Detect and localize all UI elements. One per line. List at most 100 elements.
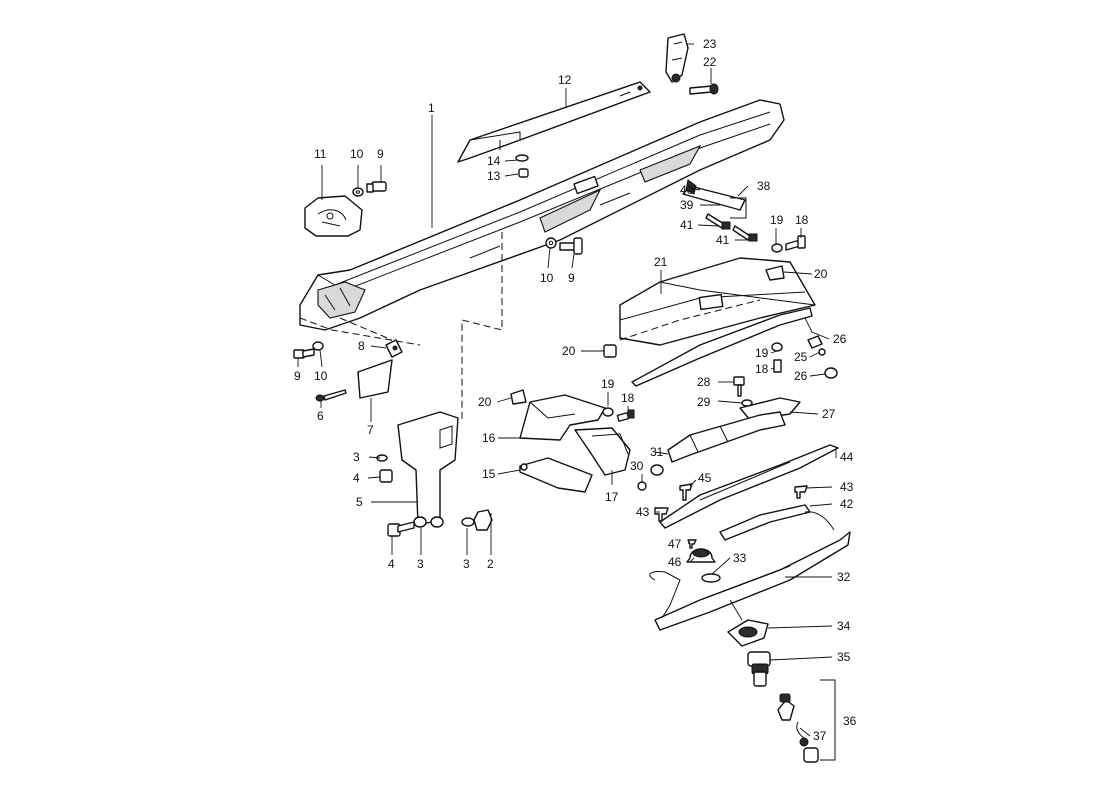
callout-27: 27	[822, 407, 836, 421]
callout-17: 17	[605, 490, 619, 504]
alignment-line-center	[461, 232, 503, 420]
callout-3: 3	[417, 557, 424, 571]
callout-25: 25	[794, 350, 808, 364]
callout-46: 46	[668, 555, 682, 569]
callout-44: 44	[840, 450, 854, 464]
callout-26: 26	[833, 332, 847, 346]
bracket-8	[385, 339, 403, 358]
lock-cylinder-35	[747, 651, 771, 687]
alignment-line-bracket	[339, 317, 393, 341]
callout-20: 20	[814, 267, 828, 281]
callout-34: 34	[837, 619, 851, 633]
screw-47	[687, 539, 697, 549]
latch-bar	[667, 411, 786, 463]
washer-29	[741, 399, 753, 407]
fasteners-2-3-4	[376, 454, 493, 537]
callout-40: 40	[680, 183, 694, 197]
callout-3: 3	[463, 557, 470, 571]
callout-9: 9	[294, 369, 301, 383]
callout-14: 14	[487, 154, 501, 168]
callout-45: 45	[698, 471, 712, 485]
callout-28: 28	[697, 375, 711, 389]
screw-washer-18-19-top	[771, 235, 806, 253]
clip-20-left	[603, 344, 617, 358]
screw-washer-18-19-mid	[771, 342, 783, 373]
knob-46	[686, 548, 716, 563]
screw-washer-9-10-lower	[293, 341, 324, 359]
callout-18: 18	[795, 213, 809, 227]
callout-39: 39	[680, 198, 694, 212]
callout-20: 20	[478, 395, 492, 409]
callout-19: 19	[755, 346, 769, 360]
callout-4: 4	[388, 557, 395, 571]
leader-lines	[297, 43, 837, 737]
callout-33: 33	[733, 551, 747, 565]
callout-36: 36	[843, 714, 857, 728]
callout-5: 5	[356, 495, 363, 509]
screw-6	[315, 389, 347, 402]
callout-labels: 1 2 3 3 3 4 4 5 6 7 8 9 9 9 10 10 10 11 …	[294, 37, 857, 743]
callout-20: 20	[562, 344, 576, 358]
callout-7: 7	[367, 423, 374, 437]
callout-18: 18	[755, 362, 769, 376]
callout-18: 18	[621, 391, 635, 405]
key-37	[796, 721, 819, 763]
callout-8: 8	[358, 339, 365, 353]
callout-47: 47	[668, 537, 682, 551]
callout-43: 43	[840, 480, 854, 494]
callout-29: 29	[697, 395, 711, 409]
callout-11: 11	[314, 147, 327, 161]
callout-35: 35	[837, 650, 851, 664]
screw-washer-center	[545, 237, 583, 255]
trim-44	[659, 444, 839, 529]
callout-21: 21	[654, 255, 668, 269]
side-bracket	[304, 195, 363, 237]
screw-washer-upper-left	[352, 181, 387, 197]
air-duct	[519, 394, 631, 493]
callout-19: 19	[770, 213, 784, 227]
clips-25-26	[807, 335, 838, 379]
clip-20-right	[765, 265, 785, 281]
callout-13: 13	[487, 169, 501, 183]
callout-31: 31	[650, 445, 664, 459]
callout-32: 32	[837, 570, 851, 584]
upper-trim-strip	[457, 81, 651, 163]
bolt-28	[733, 376, 745, 397]
callout-10: 10	[540, 271, 554, 285]
callout-38: 38	[757, 179, 771, 193]
callout-15: 15	[482, 467, 496, 481]
glove-box-lid	[649, 531, 851, 631]
callout-22: 22	[703, 55, 717, 69]
washer-33	[701, 573, 721, 583]
callout-1: 1	[428, 101, 435, 115]
callout-19: 19	[601, 377, 615, 391]
nut-washer-13-14	[515, 154, 529, 178]
callout-30: 30	[630, 459, 644, 473]
panel-7	[357, 359, 393, 399]
callout-2: 2	[487, 557, 494, 571]
callout-6: 6	[317, 409, 324, 423]
callout-9: 9	[568, 271, 575, 285]
callout-10: 10	[350, 147, 364, 161]
bracket-assembly-38-41	[682, 179, 758, 242]
glove-box	[619, 257, 816, 387]
lock-bezel-34	[727, 619, 769, 647]
lock-insert-36	[777, 693, 795, 721]
callout-9: 9	[377, 147, 384, 161]
callout-16: 16	[482, 431, 496, 445]
support-bracket-5	[397, 411, 459, 526]
clip-20-duct	[510, 389, 527, 405]
callout-23: 23	[703, 37, 717, 51]
screws-43-45	[654, 483, 808, 522]
callout-43: 43	[636, 505, 650, 519]
callout-26: 26	[794, 369, 808, 383]
dashboard-carrier	[299, 99, 785, 331]
group-bracket-36	[820, 679, 836, 761]
callout-12: 12	[558, 73, 572, 87]
callout-4: 4	[353, 471, 360, 485]
callout-10: 10	[314, 369, 328, 383]
screw-washer-18-19-duct	[602, 407, 635, 422]
callout-41: 41	[716, 233, 730, 247]
